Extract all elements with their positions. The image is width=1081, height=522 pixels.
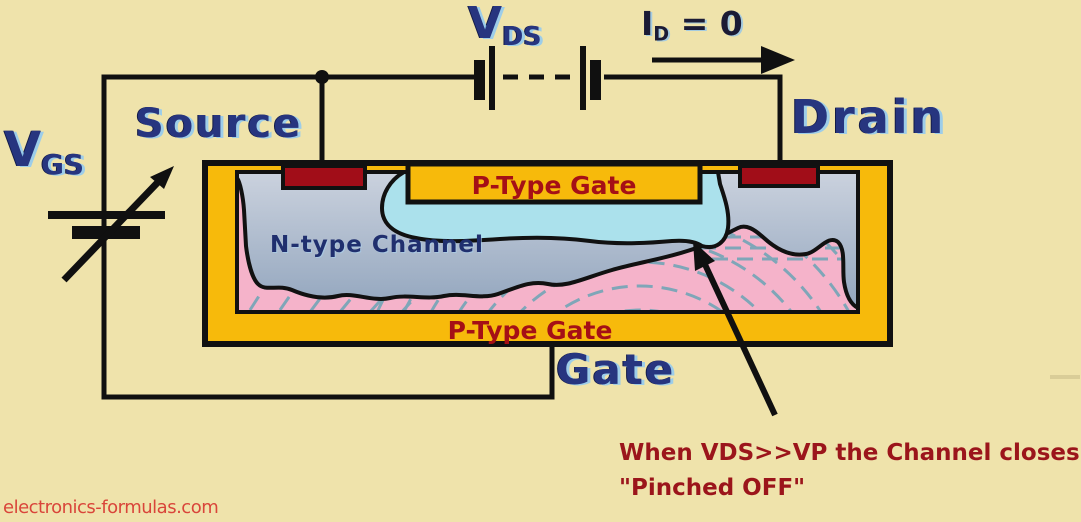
vds-subscript: DS <box>502 22 542 53</box>
wire-junction-dot <box>315 70 329 84</box>
id-subscript: D <box>653 22 670 46</box>
id-value: = 0 <box>669 4 743 43</box>
gate-terminal-label: Gate <box>556 345 676 394</box>
caption-line1: When VDS>>VP the Channel closes <box>619 440 1080 466</box>
caption-line2: "Pinched OFF" <box>619 474 806 501</box>
vds-base: V <box>468 0 503 49</box>
vds-voltage-label: VDS <box>468 2 542 51</box>
site-watermark: electronics-formulas.com <box>3 497 219 518</box>
drain-contact <box>738 164 820 188</box>
source-contact <box>281 164 367 190</box>
top-gate-bar <box>405 161 703 205</box>
source-gate-loop-wire <box>101 74 555 400</box>
circuit-wires <box>101 74 783 400</box>
vgs-variable-source-symbol <box>48 166 174 283</box>
vgs-base: V <box>4 122 42 178</box>
drain-terminal-label: Drain <box>791 90 947 144</box>
bottom-gate-bar-label: P-Type Gate <box>447 316 613 345</box>
n-type-channel-label: N-type Channel <box>270 232 484 258</box>
vds-battery-symbol <box>474 46 601 110</box>
pinch-off-caption: When VDS>>VP the Channel closes "Pinched… <box>619 436 1080 505</box>
pinch-off-pointer-arrow <box>693 241 778 417</box>
drain-current-label: ID = 0 <box>641 7 743 43</box>
vgs-subscript: GS <box>41 147 85 181</box>
source-terminal-label: Source <box>135 101 303 147</box>
drain-wire <box>604 74 783 170</box>
smudge-mark <box>1050 375 1080 379</box>
current-direction-arrow <box>652 46 795 74</box>
top-gate-bar-label: P-Type Gate <box>471 171 637 200</box>
id-base: I <box>641 4 654 43</box>
variable-arrowhead <box>150 166 174 189</box>
vgs-voltage-label: VGS <box>4 126 84 179</box>
